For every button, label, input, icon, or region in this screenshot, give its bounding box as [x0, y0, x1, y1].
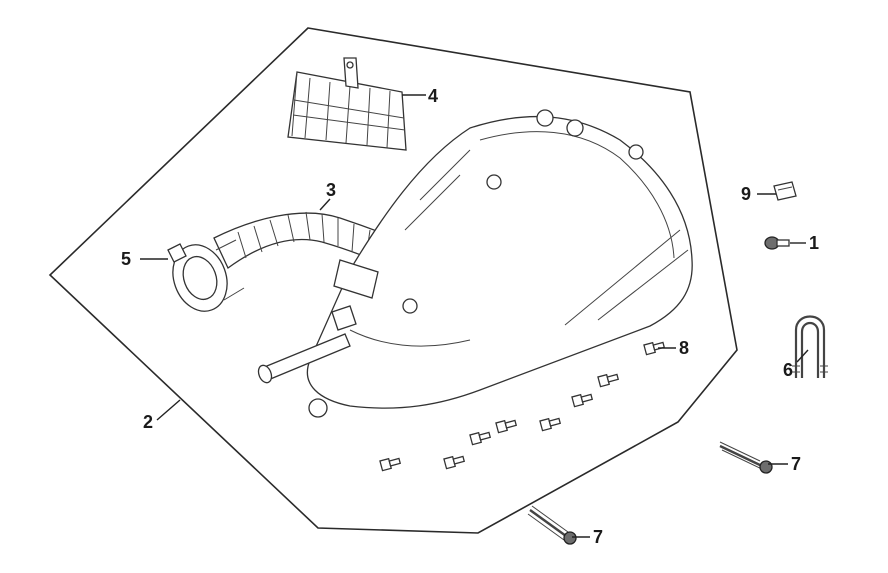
callout-2: 2	[143, 412, 153, 432]
callout-7-upper: 7	[791, 454, 801, 474]
part-5-intake-connector	[167, 239, 245, 312]
assembly-boundary	[48, 27, 738, 534]
part-6-u-clamp	[792, 315, 828, 378]
callout-4: 4	[428, 86, 438, 106]
callout-6: 6	[783, 360, 793, 380]
part-1-bolt	[764, 236, 790, 250]
air-cleaner-housing	[257, 109, 693, 418]
part-7-bolt-lower	[527, 505, 577, 545]
part-9-clip-nut	[773, 181, 797, 201]
callout-3: 3	[326, 180, 336, 200]
part-4-heat-shield	[287, 57, 407, 151]
callout-7-lower: 7	[593, 527, 603, 547]
callout-5: 5	[121, 249, 131, 269]
callout-1: 1	[809, 233, 819, 253]
callout-8: 8	[679, 338, 689, 358]
part-7-bolt-upper	[719, 441, 773, 474]
leader-lines	[140, 94, 809, 538]
screw-set-8	[379, 341, 666, 472]
callout-9: 9	[741, 184, 751, 204]
